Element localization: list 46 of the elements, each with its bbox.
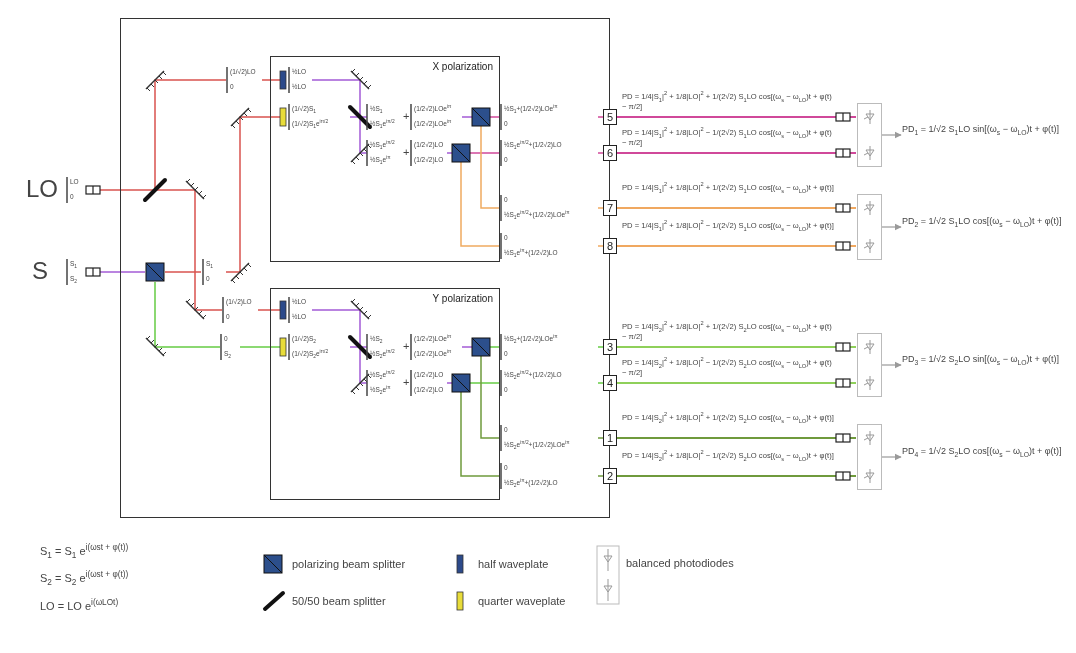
fiber-line [616, 152, 857, 154]
fiber-line [616, 475, 857, 477]
equation-text: PD$_{1}$ = 1/√2 S$_{1}$LO sin[(ω$_{s}$ − ω$_{LO}$)t + φ(t)] [902, 123, 1061, 135]
legend-text: balanced photodiodes [626, 557, 734, 570]
port-number: 2 [605, 469, 615, 483]
panel-box [270, 56, 500, 262]
legend-text: 50/50 beam splitter [292, 595, 386, 608]
equation-text: PD$_{3}$ = 1/√2 S$_{2}$LO sin[(ω$_{s}$ − ω$_{LO}$)t + φ(t)] [902, 353, 1061, 365]
panel-title: X polarization [432, 61, 493, 72]
photodiode-box [857, 194, 882, 260]
port-number: 5 [605, 110, 615, 124]
arrow [881, 361, 902, 369]
port-number: 4 [605, 376, 615, 390]
equation-text: + [403, 340, 410, 353]
port-number: 3 [605, 340, 615, 354]
equation-text: PD$_{2}$ = 1/√2 S$_{1}$LO cos[(ω$_{s}$ − ω$_{LO}$)t + φ(t)] [902, 215, 1063, 227]
fiber-line [616, 116, 857, 118]
fiber-line [616, 437, 857, 439]
equation-text: LO = LO e$^{i(ωLOt)}$ [40, 600, 119, 613]
equation-text: PD$_{4}$ = 1/√2 S$_{2}$LO cos[(ω$_{s}$ − ω$_{LO}$)t + φ(t)] [902, 445, 1063, 457]
equation-text: + [403, 110, 410, 123]
panel-title: Y polarization [432, 293, 493, 304]
fiber-line [616, 346, 857, 348]
equation-text: + [403, 376, 410, 389]
equation-text: + [403, 146, 410, 159]
arrow [881, 131, 902, 139]
legend-text: half waveplate [478, 558, 549, 571]
photodiode-box [857, 424, 882, 490]
legend-text: quarter waveplate [478, 595, 566, 608]
port-number: 1 [605, 431, 615, 445]
arrow [881, 453, 902, 461]
arrow [881, 223, 902, 231]
fiber-line [616, 245, 857, 247]
port-number: 8 [605, 239, 615, 253]
fiber-line [616, 382, 857, 384]
photodiode-box [857, 333, 882, 397]
port-number: 7 [605, 201, 615, 215]
equation-text: S$_{2}$ = S$_{2}$ e$^{i(ωst + φ(t))}$ [40, 572, 129, 585]
equation-text: S$_{1}$ = S$_{1}$ e$^{i(ωst + φ(t))}$ [40, 545, 129, 558]
port-number: 6 [605, 146, 615, 160]
photodiode-box [857, 103, 882, 167]
panel-box [270, 288, 500, 500]
port-name: S [32, 258, 48, 285]
legend-text: polarizing beam splitter [292, 558, 406, 571]
port-name: LO [26, 176, 58, 203]
fiber-line [616, 207, 857, 209]
